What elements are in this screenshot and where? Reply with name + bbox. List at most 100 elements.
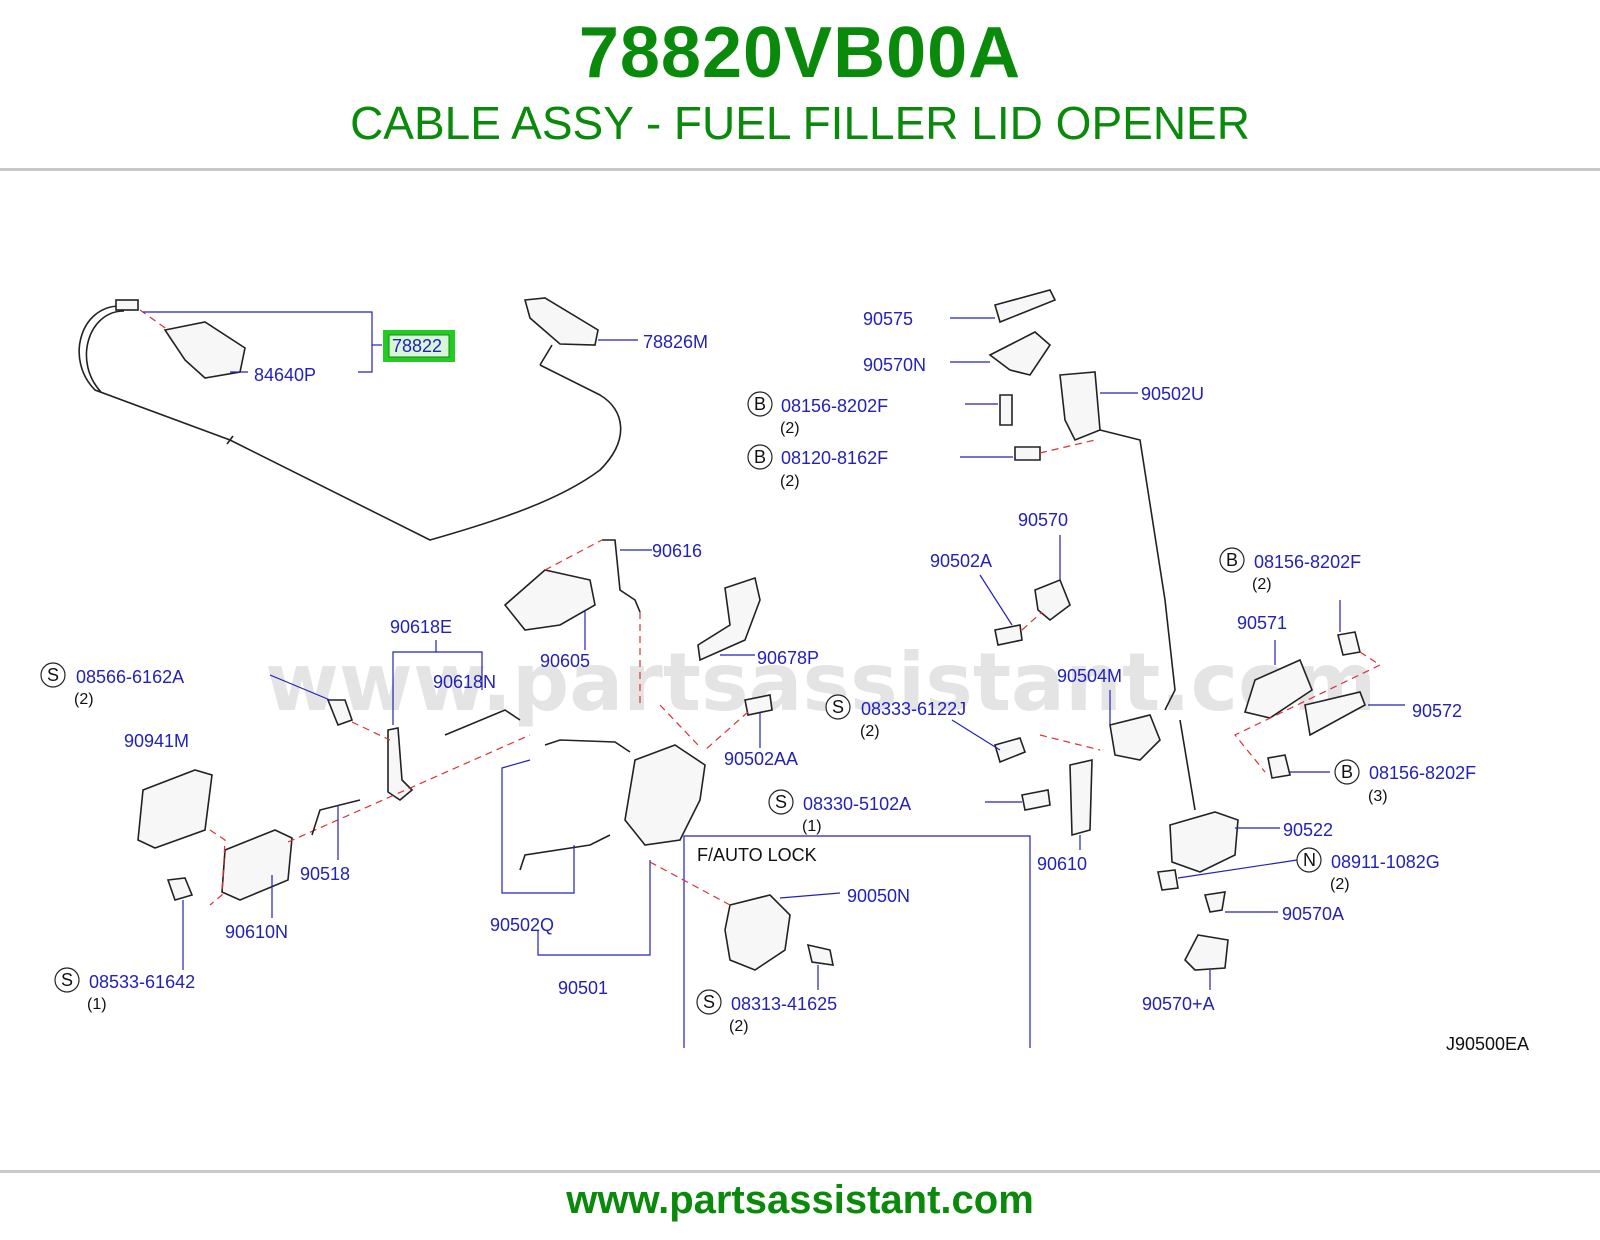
diagram-code: J90500EA — [1446, 1034, 1529, 1054]
svg-text:S: S — [703, 992, 715, 1012]
callout-90610[interactable]: 90610 — [1037, 854, 1087, 874]
callout-90570n[interactable]: 90570N — [863, 355, 926, 375]
bracket-90678p-drawing — [697, 576, 761, 662]
b-symbol-icon — [1219, 547, 1245, 573]
callout-08156-8202f-c[interactable]: 08156-8202F — [1369, 763, 1476, 783]
callout-90504m[interactable]: 90504M — [1057, 666, 1122, 686]
callout-08911-1082g[interactable]: 08911-1082G — [1331, 852, 1440, 872]
callout-90518[interactable]: 90518 — [300, 864, 350, 884]
svg-text:(2): (2) — [860, 723, 880, 740]
cable-drawing — [78, 299, 622, 541]
svg-text:(1): (1) — [802, 818, 822, 835]
svg-text:S: S — [61, 970, 73, 990]
footer-url[interactable]: www.partsassistant.com — [566, 1178, 1034, 1222]
part-description: CABLE ASSY - FUEL FILLER LID OPENER — [350, 97, 1250, 149]
callout-90610n[interactable]: 90610N — [225, 922, 288, 942]
handle-90941m-drawing — [137, 769, 213, 849]
link-90572-drawing — [1304, 691, 1366, 737]
inset-frame — [683, 835, 1031, 1048]
clip-78826m-drawing — [523, 297, 599, 346]
callout-90502a[interactable]: 90502A — [930, 551, 992, 571]
svg-text:B: B — [754, 394, 766, 414]
callout-08313-41625[interactable]: 08313-41625 — [731, 994, 837, 1014]
callout-90618e[interactable]: 90618E — [390, 617, 452, 637]
svg-text:(2): (2) — [729, 1018, 749, 1035]
n-symbol-icon — [1296, 847, 1322, 873]
lever-90504m-drawing — [1109, 714, 1161, 761]
callout-08156-8202f-b[interactable]: 08156-8202F — [1254, 552, 1361, 572]
callout-90678p[interactable]: 90678P — [757, 648, 819, 668]
callout-90605[interactable]: 90605 — [540, 651, 590, 671]
svg-text:S: S — [775, 792, 787, 812]
inset-title: F/AUTO LOCK — [697, 845, 817, 865]
callout-90571[interactable]: 90571 — [1237, 613, 1287, 633]
callout-08330-5102a[interactable]: 08330-5102A — [803, 794, 911, 814]
callout-08566-6162a[interactable]: 08566-6162A — [76, 667, 184, 687]
svg-text:(2): (2) — [1330, 876, 1350, 893]
callout-90618n[interactable]: 90618N — [433, 672, 496, 692]
screw-90502a-drawing — [994, 624, 1023, 646]
svg-text:S: S — [47, 665, 59, 685]
callout-90941m[interactable]: 90941M — [124, 731, 189, 751]
callout-90570a[interactable]: 90570A — [1282, 904, 1344, 924]
housing-90610n-drawing — [221, 829, 293, 901]
callout-90570[interactable]: 90570 — [1018, 510, 1068, 530]
screw-08313-drawing — [806, 943, 835, 966]
rod-90502q-drawing — [544, 739, 631, 753]
lock-assy-drawing — [624, 744, 706, 846]
svg-text:(2): (2) — [780, 473, 800, 490]
s-symbol-icon — [54, 967, 80, 993]
diagram-watermark: www.partsassistant.com — [265, 636, 1376, 729]
callout-90616[interactable]: 90616 — [652, 541, 702, 561]
striker-90502u-drawing — [1059, 371, 1101, 442]
bolt-08333-drawing — [994, 737, 1027, 764]
callout-90522[interactable]: 90522 — [1283, 820, 1333, 840]
bolt-08533-drawing — [166, 877, 194, 901]
bolt-08566-drawing — [326, 699, 354, 727]
callout-90502u[interactable]: 90502U — [1141, 384, 1204, 404]
s-symbol-icon — [825, 694, 851, 720]
lever-90618-drawing — [387, 727, 414, 801]
callout-90050n[interactable]: 90050N — [847, 886, 910, 906]
header-divider — [0, 168, 1600, 171]
svg-text:B: B — [754, 447, 766, 467]
bolt-08120-drawing — [1014, 446, 1041, 461]
callout-78826m[interactable]: 78826M — [643, 332, 708, 352]
b-symbol-icon — [747, 391, 773, 417]
callout-90575[interactable]: 90575 — [863, 309, 913, 329]
handle-84640p-drawing — [163, 321, 246, 379]
rod-90618n-drawing — [444, 709, 521, 736]
callout-90570plusa[interactable]: 90570+A — [1142, 994, 1215, 1014]
bolt-08156-c-drawing — [1267, 754, 1291, 779]
svg-text:B: B — [1226, 550, 1238, 570]
screw-90570a-drawing — [1203, 891, 1226, 913]
s-symbol-icon — [40, 662, 66, 688]
callout-90502q[interactable]: 90502Q — [490, 915, 554, 935]
lock-90522-drawing — [1169, 811, 1239, 873]
svg-text:(2): (2) — [780, 420, 800, 437]
callout-84640p[interactable]: 84640P — [254, 365, 316, 385]
svg-text:N: N — [1303, 850, 1316, 870]
handle-90610-drawing — [1069, 758, 1093, 837]
s-symbol-icon — [768, 789, 794, 815]
bolt-08156-drawing — [999, 394, 1013, 426]
callout-90502aa[interactable]: 90502AA — [724, 749, 798, 769]
s-symbol-icon — [696, 989, 722, 1015]
callout-78822[interactable]: 78822 — [392, 336, 442, 356]
nut-08911-drawing — [1157, 869, 1179, 891]
callout-90572[interactable]: 90572 — [1412, 701, 1462, 721]
svg-text:S: S — [832, 697, 844, 717]
svg-text:(3): (3) — [1368, 788, 1388, 805]
lever-90605-drawing — [503, 569, 596, 631]
callout-08156-8202f-a[interactable]: 08156-8202F — [781, 396, 888, 416]
rod-90616-drawing — [602, 539, 641, 613]
part-number: 78820VB00A — [578, 13, 1022, 93]
svg-text:(1): (1) — [87, 996, 107, 1013]
callout-90501[interactable]: 90501 — [558, 978, 608, 998]
callout-08533-61642[interactable]: 08533-61642 — [89, 972, 195, 992]
callout-08120-8162f[interactable]: 08120-8162F — [781, 448, 888, 468]
footer-divider — [0, 1170, 1600, 1173]
svg-text:B: B — [1341, 762, 1353, 782]
callout-08333-6122j[interactable]: 08333-6122J — [861, 699, 966, 719]
screw-90502aa-drawing — [744, 694, 773, 716]
